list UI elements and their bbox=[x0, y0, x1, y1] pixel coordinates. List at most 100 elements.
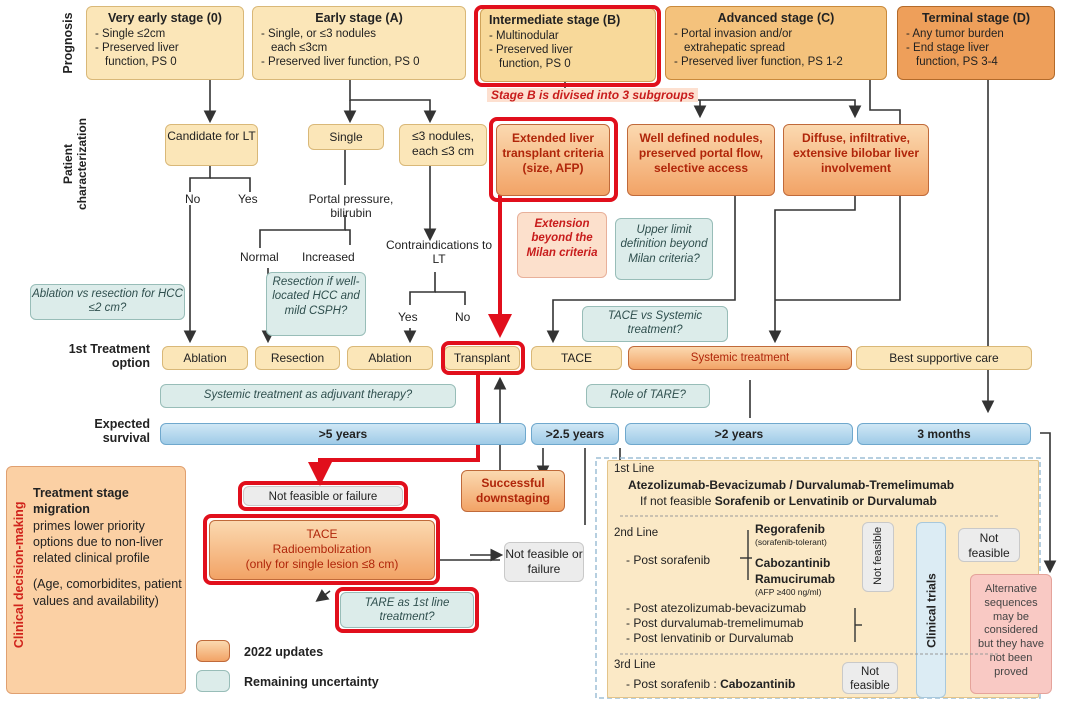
stage-terminal: Terminal stage (D) - Any tumor burden - … bbox=[897, 6, 1055, 80]
adjuvant-note: Systemic treatment as adjuvant therapy? bbox=[160, 384, 456, 408]
stage-intermediate-l2: - Preserved liver bbox=[489, 44, 573, 56]
stage-very-early-l3: function, PS 0 bbox=[105, 56, 177, 69]
legend-updates-label: 2022 updates bbox=[244, 645, 324, 659]
stage-advanced-l3: - Preserved liver function, PS 1-2 bbox=[674, 56, 843, 69]
survival-2-5-years: >2.5 years bbox=[531, 423, 619, 445]
ablation-vs-note: Ablation vs resection for HCC ≤2 cm? bbox=[30, 284, 185, 320]
not-feasible-3: Not feasible bbox=[842, 662, 898, 694]
candidate-lt: Candidate for LT bbox=[165, 124, 258, 166]
survival-l1: Expected bbox=[94, 417, 150, 431]
upper-limit-note: Upper limit definition beyond Milan crit… bbox=[615, 218, 713, 280]
post-durva: - Post durvalumab-tremelimumab bbox=[626, 616, 804, 630]
highlight-not-feasible bbox=[238, 481, 408, 511]
subgroup-diffuse: Diffuse, infiltrative, extensive bilobar… bbox=[783, 124, 929, 196]
stage-intermediate-l3: function, PS 0 bbox=[499, 58, 571, 71]
rego-note: (sorafenib-tolerant) bbox=[755, 537, 827, 547]
tace-radioembolization: TACE Radioembolization (only for single … bbox=[209, 520, 435, 580]
stage-intermediate: Intermediate stage (B) - Multinodular - … bbox=[480, 8, 656, 82]
line1-label: 1st Line bbox=[614, 463, 655, 475]
subgroup-extended: Extended liver transplant criteria (size… bbox=[496, 124, 610, 196]
stage-early-l2: each ≤3cm bbox=[271, 42, 328, 54]
yes-label: Yes bbox=[238, 192, 258, 206]
migration-panel: Clinical decision-making Treatment stage… bbox=[6, 466, 186, 694]
stage-advanced-l2: extrahepatic spread bbox=[684, 42, 786, 54]
legend-updates-swatch bbox=[196, 640, 230, 662]
treatment-ablation-2: Ablation bbox=[347, 346, 433, 370]
not-feasible-failure-2: Not feasible or failure bbox=[504, 542, 584, 582]
stage-advanced: Advanced stage (C) - Portal invasion and… bbox=[665, 6, 887, 80]
stage-early-title: Early stage (A) bbox=[315, 11, 403, 25]
line1-main: Atezolizumab-Bevacizumab / Durvalumab-Tr… bbox=[628, 478, 955, 492]
survival-label: Expected survival bbox=[34, 417, 150, 445]
highlight-extended bbox=[489, 117, 618, 202]
tace-vs-note: TACE vs Systemic treatment? bbox=[582, 306, 728, 342]
systemic-panel bbox=[607, 460, 1039, 698]
treatment-bsc: Best supportive care bbox=[856, 346, 1032, 370]
alternative-sequences: Alternative sequences may be considered … bbox=[970, 574, 1052, 694]
post-sorafenib-3-text: - Post sorafenib : bbox=[626, 677, 717, 691]
extension-text: Extension beyond the Milan criteria bbox=[526, 218, 598, 259]
tare-first-note: TARE as 1st line treatment? bbox=[340, 592, 474, 628]
line2-label: 2nd Line bbox=[614, 527, 659, 539]
post-atezo: - Post atezolizumab-bevacizumab bbox=[626, 601, 807, 615]
stage-intermediate-l1: - Multinodular bbox=[489, 29, 559, 42]
fail-tace: TACE bbox=[306, 527, 338, 541]
legend-uncertainty-swatch bbox=[196, 670, 230, 692]
stage-terminal-l3: function, PS 3-4 bbox=[916, 56, 998, 69]
first-treatment-label: 1st Treatment option bbox=[34, 342, 150, 370]
successful-downstaging: Successful downstaging bbox=[461, 470, 565, 512]
not-feasible-failure-1: Not feasible or failure bbox=[243, 486, 403, 506]
clinical-trials-box: Clinical trials bbox=[916, 522, 946, 698]
legend-uncertainty-label: Remaining uncertainty bbox=[244, 675, 379, 689]
stage-advanced-title: Advanced stage (C) bbox=[717, 11, 835, 25]
stage-very-early: Very early stage (0) - Single ≤2cm - Pre… bbox=[86, 6, 244, 80]
post-sorafenib-3: - Post sorafenib : Cabozantinib bbox=[626, 677, 795, 691]
no2-label: No bbox=[455, 310, 471, 324]
no-label: No bbox=[185, 192, 201, 206]
not-feasible-vertical: Not feasible bbox=[862, 522, 894, 592]
treatment-transplant: Transplant bbox=[444, 346, 520, 370]
survival-3-months: 3 months bbox=[857, 423, 1031, 445]
increased-label: Increased bbox=[302, 250, 355, 264]
fail-radio: Radioembolization bbox=[272, 542, 372, 556]
resection-if-note: Resection if well-located HCC and mild C… bbox=[266, 272, 366, 336]
stage-terminal-title: Terminal stage (D) bbox=[921, 11, 1031, 25]
stage-advanced-l1: - Portal invasion and/or bbox=[674, 27, 793, 40]
stage-very-early-l2: - Preserved liver bbox=[95, 42, 179, 54]
cabozantinib: Cabozantinib bbox=[755, 556, 831, 570]
yes2-label: Yes bbox=[398, 310, 418, 324]
treatment-ablation: Ablation bbox=[162, 346, 248, 370]
stage-b-note: Stage B is divised into 3 subgroups bbox=[487, 88, 699, 102]
nodules-box: ≤3 nodules, each ≤3 cm bbox=[399, 124, 487, 166]
post-sorafenib: - Post sorafenib bbox=[626, 553, 711, 567]
migration-body: primes lower priority options due to non… bbox=[33, 518, 163, 566]
first-tx-l1: 1st Treatment bbox=[68, 342, 150, 356]
stage-early: Early stage (A) - Single, or ≤3 nodules … bbox=[252, 6, 466, 80]
stage-very-early-title: Very early stage (0) bbox=[108, 11, 222, 25]
line1-alt-drugs: Sorafenib or Lenvatinib or Durvalumab bbox=[714, 494, 937, 508]
stage-early-l3: - Preserved liver function, PS 0 bbox=[261, 56, 420, 69]
extension-note: Extension beyond the Milan criteria bbox=[517, 212, 607, 278]
highlight-tace-radio bbox=[203, 514, 440, 585]
stage-intermediate-title: Intermediate stage (B) bbox=[489, 13, 621, 27]
single-box: Single bbox=[308, 124, 384, 150]
stage-very-early-l1: - Single ≤2cm bbox=[95, 27, 166, 40]
line1-alt-pre: If not feasible bbox=[640, 494, 712, 508]
migration-title: Treatment stage migration bbox=[33, 486, 129, 517]
treatment-resection: Resection bbox=[255, 346, 340, 370]
stage-terminal-l2: - End stage liver bbox=[906, 42, 990, 54]
survival-2-years: >2 years bbox=[625, 423, 853, 445]
treatment-tace: TACE bbox=[531, 346, 622, 370]
line1-alt: If not feasible Sorafenib or Lenvatinib … bbox=[640, 494, 937, 508]
first-tx-l2: option bbox=[111, 356, 150, 370]
highlight-tare-first bbox=[335, 587, 479, 633]
ramu-note: (AFP ≥400 ng/ml) bbox=[755, 587, 822, 597]
portal-pressure: Portal pressure, bilirubin bbox=[308, 192, 394, 220]
regorafenib: Regorafenib bbox=[755, 522, 826, 536]
contraindications: Contraindications to LT bbox=[385, 238, 493, 266]
subgroup-well-defined: Well defined nodules, preserved portal f… bbox=[627, 124, 775, 196]
stage-terminal-l1: - Any tumor burden bbox=[906, 27, 1004, 40]
highlight-stage-b bbox=[474, 5, 661, 87]
post-lenva: - Post lenvatinib or Durvalumab bbox=[626, 631, 794, 645]
